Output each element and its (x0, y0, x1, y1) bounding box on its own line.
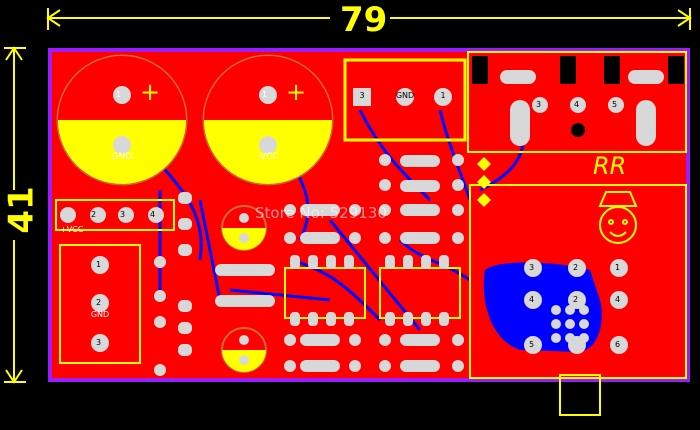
c1-polarity-mark: + (140, 78, 161, 106)
logo-face-icon (598, 191, 638, 244)
amp-pad-2b: 2 (573, 295, 579, 304)
output-header (343, 58, 467, 142)
power-pin-2: 2 (91, 210, 97, 219)
power-pin-3: 3 (120, 210, 126, 219)
amp-pad-4: 4 (529, 295, 535, 304)
hp-gnd-label: GND (90, 310, 110, 319)
bottom-jack (559, 374, 601, 416)
amp-pad-2: 2 (573, 263, 579, 272)
jack-mount-holes (472, 56, 684, 84)
power-pin-4: 4 (150, 210, 156, 219)
small-cap-top-polarity: + (226, 226, 238, 242)
height-dimension-line (4, 46, 26, 384)
ic-pads (290, 255, 449, 326)
c1-pin-label: 1 (116, 90, 122, 99)
c2-pin-label: 1 (262, 90, 268, 99)
capacitor-c1 (56, 54, 188, 186)
resistor-pads-left (154, 192, 192, 376)
power-header (55, 199, 175, 231)
output-header-pads (353, 88, 452, 106)
height-dimension-label: 41 (1, 186, 42, 234)
input-jacks (467, 51, 687, 153)
logo-text: RR (593, 152, 627, 180)
hp-header-pads (91, 256, 109, 352)
jack-pin-5: 5 (612, 100, 618, 109)
power-pin-1-label: +VCC (60, 225, 84, 234)
width-dimension-label: 79 (340, 0, 388, 40)
ic-footprint-right (379, 267, 461, 319)
out-pin-3: 3 (359, 91, 365, 100)
amp-pad-6: 6 (615, 340, 621, 349)
jack-diamond-markers (477, 157, 491, 207)
amp-pad-5: 5 (529, 340, 535, 349)
c2-ground-label: -VCC (257, 152, 279, 162)
amp-pad-1: 1 (615, 263, 621, 272)
power-header-pads (60, 207, 164, 223)
small-capacitor-bottom (221, 327, 267, 373)
jack-pin-3: 3 (536, 100, 542, 109)
out-pin-1: 1 (440, 91, 446, 100)
jack-pin-4: 4 (574, 100, 580, 109)
capacitor-c2 (202, 54, 334, 186)
hp-pin-3: 3 (96, 338, 102, 347)
amp-pad-3: 3 (529, 263, 535, 272)
watermark: Store No: 529130 (255, 204, 387, 222)
amp-pads (524, 259, 628, 354)
width-dimension-line (46, 8, 692, 30)
amp-area-outline (469, 184, 687, 379)
hp-pin-1: 1 (96, 260, 102, 269)
amp-heatsink-copper (483, 262, 602, 352)
ic-footprint-left (284, 267, 366, 319)
hp-pin-2: 2 (96, 298, 102, 307)
resistor-pads-middle (215, 154, 464, 372)
amp-pad-4b: 4 (615, 295, 621, 304)
c2-polarity-mark: + (286, 78, 307, 106)
hp-header (59, 244, 141, 364)
jack-pads (500, 70, 664, 146)
c1-ground-label: GND (111, 152, 133, 162)
small-capacitor-top (221, 205, 267, 251)
out-pin-gnd: GND (395, 91, 415, 100)
small-cap-bottom-polarity: + (226, 348, 238, 364)
